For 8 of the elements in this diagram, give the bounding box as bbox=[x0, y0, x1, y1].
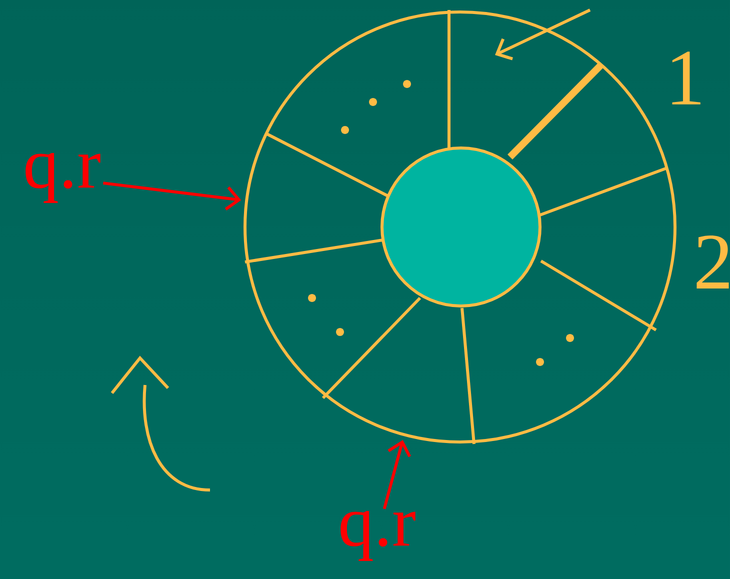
slot-number: 1 bbox=[672, 52, 700, 104]
pointer-label: q.r bbox=[340, 511, 416, 561]
slot-number: 2 bbox=[696, 236, 729, 288]
hub-circle bbox=[380, 146, 542, 308]
pointer-label: q.r bbox=[26, 153, 100, 203]
arrow bbox=[382, 440, 412, 510]
arrow bbox=[495, 8, 591, 60]
arrow bbox=[103, 182, 242, 210]
